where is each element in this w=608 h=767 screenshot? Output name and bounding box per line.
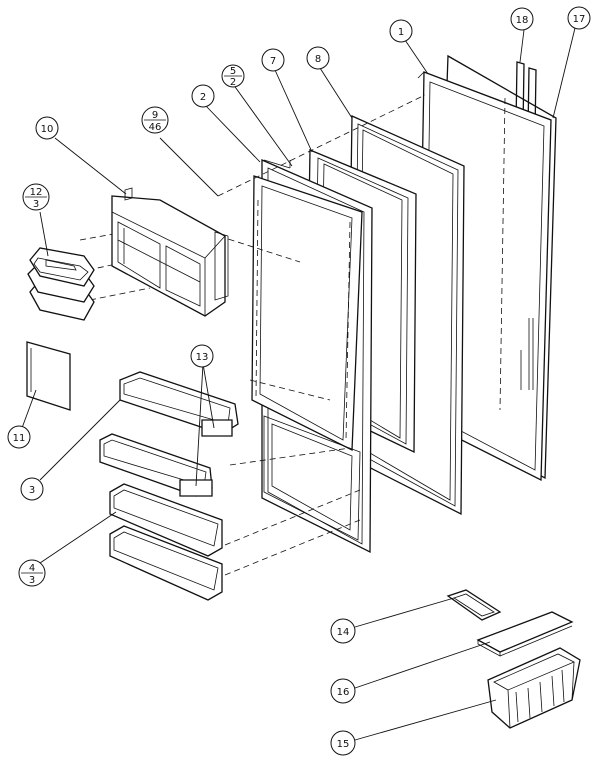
svg-text:7: 7 [270,56,276,67]
part-14-small-tray [446,589,502,621]
callout-16: 16 [330,678,356,704]
svg-text:8: 8 [315,54,321,65]
svg-text:13: 13 [196,352,209,363]
callout-12-3: 12 3 [22,183,50,211]
callout-15: 15 [330,730,356,756]
alignment-lines [79,94,426,576]
part-4-door-shelf-bottom [109,525,223,601]
svg-text:2: 2 [200,92,206,103]
part-4-door-shelf-third [109,483,223,557]
callout-17: 17 [567,6,591,30]
callout-3: 3 [20,477,44,501]
svg-text:12: 12 [30,187,43,198]
svg-text:14: 14 [337,627,350,638]
part-12-storage-trays [27,247,95,321]
svg-text:9: 9 [152,110,158,121]
callout-10: 10 [35,116,59,140]
callout-5-2: 5 2 [221,64,245,88]
callout-7: 7 [261,48,285,72]
callout-14: 14 [330,618,356,644]
svg-text:17: 17 [573,14,586,25]
callout-8: 8 [306,46,330,70]
callout-2: 2 [191,84,215,108]
callout-4-3: 4 3 [18,559,46,587]
callout-11: 11 [7,425,31,449]
svg-text:46: 46 [149,122,162,133]
part-11-panel [26,341,71,411]
callout-1: 1 [389,19,413,43]
svg-text:18: 18 [516,15,529,26]
callout-9-46: 9 46 [141,106,169,134]
svg-text:3: 3 [29,485,35,496]
svg-text:1: 1 [398,27,404,38]
svg-text:4: 4 [29,563,35,574]
leader-lines [21,27,576,741]
svg-text:3: 3 [29,575,35,586]
svg-text:5: 5 [230,66,236,77]
callout-18: 18 [510,7,534,31]
svg-text:10: 10 [41,124,54,135]
svg-text:15: 15 [337,739,350,750]
svg-text:16: 16 [337,687,350,698]
part-10-dairy-compartment [111,187,229,317]
part-16-lid [476,611,574,657]
callout-13: 13 [190,344,214,368]
svg-text:2: 2 [230,77,236,88]
part-2-door-liner [251,159,373,554]
part-15-ice-bin [487,647,581,729]
part-3-door-shelf-top [119,371,239,437]
svg-text:3: 3 [33,199,39,210]
door-shelf-second [99,433,213,497]
svg-text:11: 11 [13,433,26,444]
